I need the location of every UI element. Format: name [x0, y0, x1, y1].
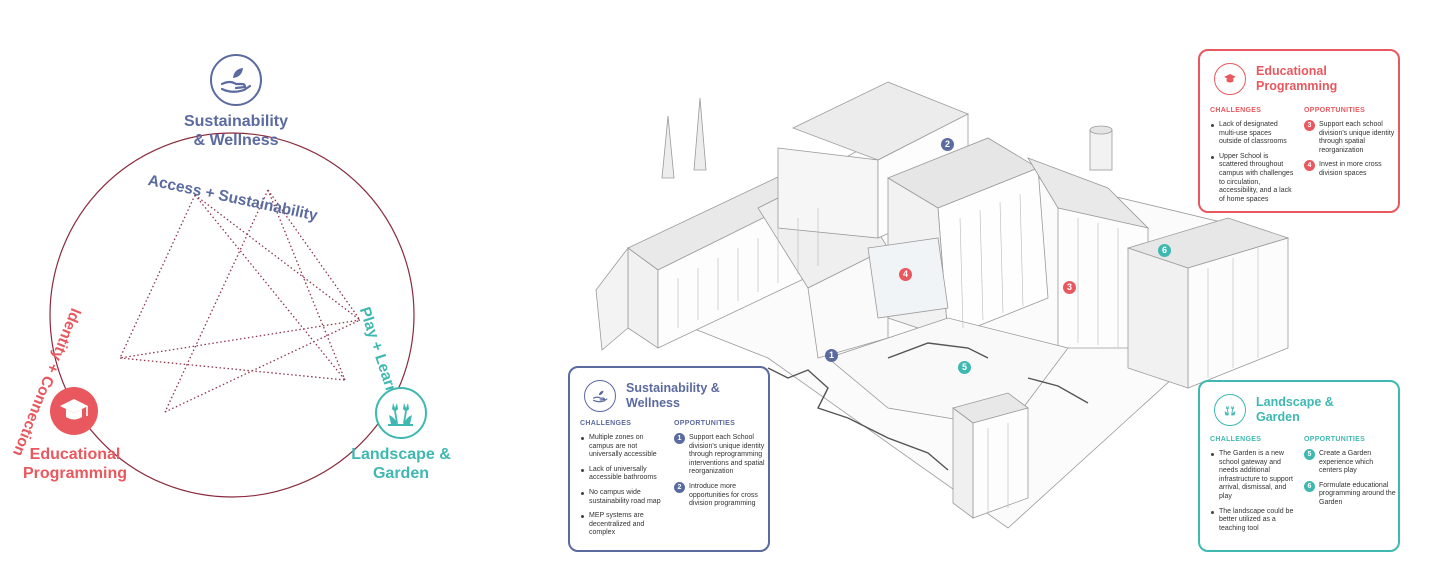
- opportunity-item: 5 Create a Garden experience which cente…: [1304, 449, 1396, 476]
- challenge-item: No campus wide sustainability road map: [580, 489, 666, 506]
- hand-leaf-icon: [584, 380, 616, 412]
- graduation-cap-icon: [50, 387, 98, 435]
- card-title: Landscape & Garden: [1256, 395, 1334, 424]
- node-label-sustainability: Sustainability & Wellness: [183, 113, 289, 149]
- opportunity-text: Invest in more cross division spaces: [1319, 161, 1382, 177]
- connector-line: [194, 194, 346, 381]
- card-educational-programming: Educational Programming CHALLENGES Lack …: [1198, 49, 1400, 213]
- challenge-item: Multiple zones on campus are not univers…: [580, 434, 666, 460]
- card-header: Sustainability & Wellness: [584, 380, 720, 412]
- outer-ring: [49, 132, 415, 498]
- map-marker-4[interactable]: 4: [899, 268, 912, 281]
- opportunity-number: 2: [674, 481, 685, 493]
- connector-line: [164, 319, 361, 413]
- campus-buildings: [595, 81, 1290, 529]
- opportunities-heading: OPPORTUNITIES: [674, 420, 736, 427]
- challenge-item: The landscape could be better utilized a…: [1210, 508, 1296, 534]
- tulip-plant-icon: [1214, 394, 1246, 426]
- connector-line: [194, 194, 361, 321]
- connector-line: [164, 189, 269, 413]
- opportunity-text: Support each school division's unique id…: [1319, 121, 1395, 154]
- challenge-item: Upper School is scattered throughout cam…: [1210, 153, 1296, 205]
- connector-line: [267, 189, 361, 321]
- opportunity-item: 1 Support each School division's unique …: [674, 433, 766, 477]
- map-marker-2[interactable]: 2: [941, 138, 954, 151]
- challenge-item: Lack of designated multi-use spaces outs…: [1210, 121, 1296, 147]
- relationship-diagram: Access + Sustainability Play + Learning …: [0, 0, 560, 582]
- card-title: Educational Programming: [1256, 64, 1338, 93]
- card-title: Sustainability & Wellness: [626, 381, 720, 410]
- opportunity-number: 6: [1304, 480, 1315, 492]
- map-marker-1[interactable]: 1: [825, 349, 838, 362]
- connector-line: [119, 357, 346, 381]
- challenges-column: CHALLENGES Lack of designated multi-use …: [1210, 107, 1296, 210]
- opportunity-number: 5: [1304, 449, 1315, 460]
- card-header: Landscape & Garden: [1214, 394, 1334, 426]
- challenges-heading: CHALLENGES: [1210, 107, 1262, 114]
- challenges-heading: CHALLENGES: [580, 420, 632, 427]
- card-sustainability-wellness: Sustainability & Wellness CHALLENGES Mul…: [568, 366, 770, 552]
- node-label-educational: Educational Programming: [22, 446, 127, 482]
- node-label-landscape: Landscape & Garden: [351, 446, 451, 482]
- opportunity-text: Create a Garden experience which centers…: [1319, 450, 1374, 475]
- opportunity-item: 3 Support each school division's unique …: [1304, 120, 1396, 155]
- challenge-item: Lack of universally accessible bathrooms: [580, 466, 666, 483]
- challenges-column: CHALLENGES The Garden is a new school ga…: [1210, 436, 1296, 539]
- challenge-item: MEP systems are decentralized and comple…: [580, 512, 666, 538]
- opportunity-number: 1: [674, 433, 685, 444]
- opportunity-text: Introduce more opportunities for cross d…: [689, 482, 758, 508]
- challenges-heading: CHALLENGES: [1210, 436, 1262, 443]
- card-header: Educational Programming: [1214, 63, 1337, 95]
- opportunities-column: OPPORTUNITIES 1 Support each School divi…: [674, 420, 766, 515]
- opportunity-number: 4: [1304, 160, 1315, 172]
- map-marker-3[interactable]: 3: [1063, 281, 1076, 294]
- map-marker-5[interactable]: 5: [958, 361, 971, 374]
- opportunity-text: Formulate educational programming around…: [1319, 481, 1396, 506]
- campus-axonometric-drawing: 1 2 3 4 5 6: [588, 58, 1308, 558]
- connector-line: [119, 194, 196, 359]
- opportunity-item: 2 Introduce more opportunities for cross…: [674, 481, 766, 509]
- graduation-cap-icon: [1214, 63, 1246, 95]
- connector-line: [119, 319, 361, 359]
- opportunities-heading: OPPORTUNITIES: [1304, 107, 1366, 114]
- tulip-plant-icon: [375, 387, 427, 439]
- opportunities-column: OPPORTUNITIES 5 Create a Garden experien…: [1304, 436, 1396, 514]
- challenge-item: The Garden is a new school gateway and n…: [1210, 450, 1296, 502]
- map-marker-6[interactable]: 6: [1158, 244, 1171, 257]
- opportunity-item: 4 Invest in more cross division spaces: [1304, 160, 1396, 178]
- card-landscape-garden: Landscape & Garden CHALLENGES The Garden…: [1198, 380, 1400, 552]
- challenges-column: CHALLENGES Multiple zones on campus are …: [580, 420, 666, 544]
- opportunity-item: 6 Formulate educational programming arou…: [1304, 480, 1396, 508]
- hand-leaf-icon: [210, 54, 262, 106]
- opportunities-heading: OPPORTUNITIES: [1304, 436, 1366, 443]
- opportunity-text: Support each School division's unique id…: [689, 434, 765, 476]
- opportunities-column: OPPORTUNITIES 3 Support each school divi…: [1304, 107, 1396, 185]
- diagram-lines: [49, 132, 415, 498]
- opportunity-number: 3: [1304, 120, 1315, 131]
